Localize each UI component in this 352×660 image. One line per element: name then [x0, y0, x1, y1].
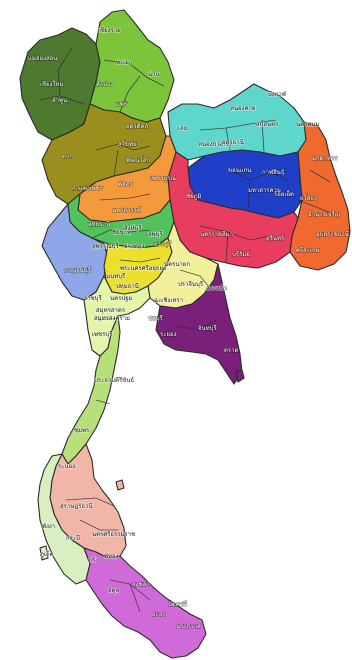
province-label: ปัตตานี — [168, 600, 187, 608]
province-label: แพร่ — [116, 101, 128, 108]
province-label: พัทลุง — [104, 553, 119, 560]
province-label: เชียงใหม่ — [40, 80, 63, 88]
island-phuket — [39, 545, 49, 561]
province-label: บุรีรัมย์ — [232, 250, 250, 258]
province-label: สมุทรสงคราม — [94, 315, 130, 322]
province-label: สระแก้ว — [206, 285, 227, 292]
province-label: มุกดาหาร — [312, 155, 338, 162]
province-label: เพชรบูรณ์ — [150, 174, 176, 182]
province-label: สิงห์บุรี — [124, 224, 143, 232]
province-label: หนองบัวลำภู — [198, 141, 231, 148]
province-label: เพชรบุรี — [92, 330, 113, 338]
island-samui — [115, 479, 125, 491]
province-label: ปราจีนบุรี — [178, 280, 204, 288]
province-label: หนองคาย — [230, 105, 256, 112]
province-label: สุพรรณบุรี — [92, 242, 119, 250]
province-label: ลำปาง — [96, 81, 113, 88]
province-label: สุรินทร์ — [266, 234, 285, 242]
province-label: สตูล — [108, 587, 120, 594]
province-label: ลำพูน — [52, 97, 67, 104]
province-label: อุบลราชธานี — [316, 230, 349, 238]
province-label: ศรีสะเกษ — [296, 246, 320, 254]
province-label: น่าน — [148, 71, 160, 78]
province-label: สระบุรี — [154, 240, 172, 248]
province-label: จันทบุรี — [198, 324, 217, 332]
province-label: ภูเก็ต — [40, 549, 54, 558]
province-label: ตาก — [62, 153, 73, 160]
province-label: พระนครศรีอยุธยา — [120, 264, 166, 272]
province-label: สกลนคร — [256, 121, 279, 128]
province-label: ชุมพร — [74, 427, 90, 434]
province-label: อุดรธานี — [222, 138, 244, 146]
province-label: ร้อยเอ็ด — [274, 189, 294, 198]
province-label: สุโขทัย — [118, 140, 136, 148]
province-label: ยะลา — [152, 611, 166, 618]
province-label: ยโสธร — [300, 194, 318, 202]
province-label: กำแพงเพชร — [72, 185, 104, 192]
province-label: อุตรดิตถ์ — [126, 122, 149, 130]
province-label: ราชบุรี — [84, 294, 102, 302]
province-label: นนทบุรี — [106, 272, 126, 280]
province-label: นครศรีธรรมราช — [92, 530, 135, 538]
province-label: มหาสารคาม — [248, 187, 281, 194]
region-south-upper — [61, 315, 121, 465]
region-west-south — [83, 275, 151, 357]
province-label: เลย — [178, 125, 187, 132]
province-label: ตราด — [224, 347, 238, 354]
province-label: นครพนม — [296, 121, 319, 128]
region-east — [155, 263, 243, 385]
province-label: นครปฐม — [110, 295, 132, 302]
region-south-deep — [83, 547, 207, 659]
province-label: อ่างทอง — [124, 243, 144, 250]
province-label: บึงกาฬ — [268, 90, 287, 98]
province-label: ชัยภูมิ — [186, 193, 202, 200]
province-label: นราธิวาส — [176, 623, 201, 630]
province-label: อำนาจเจริญ — [308, 211, 340, 218]
island-chang — [235, 369, 245, 383]
province-label: ขอนแก่น — [228, 167, 251, 174]
province-label: แม่ฮ่องสอน — [28, 55, 57, 62]
province-label: สุราษฎร์ธานี — [60, 502, 93, 510]
province-label: ตรัง — [88, 557, 98, 564]
province-label: กระบี่ — [66, 534, 80, 542]
province-label: นครนายก — [164, 261, 190, 268]
province-label: นครสวรรค์ — [112, 206, 141, 214]
province-label: ชัยนาท — [112, 229, 131, 236]
province-label: พังงา — [42, 523, 55, 530]
province-label: เชียงราย — [98, 26, 121, 34]
province-label: สมุทรสาคร — [96, 307, 126, 314]
province-label: อุทัยธานี — [88, 220, 110, 228]
province-label: สงขลา — [132, 581, 150, 588]
province-label: ประจวบคีรีขันธ์ — [94, 376, 134, 384]
province-label: ฉะเชิงเทรา — [154, 297, 183, 304]
province-label: ปทุมธานี — [116, 282, 139, 290]
province-label: นครราชสีมา — [200, 230, 233, 238]
province-label: พิจิตร — [118, 181, 133, 188]
province-label: ระนอง — [58, 463, 75, 470]
province-label: ระยอง — [160, 331, 177, 338]
province-label: ลพบุรี — [148, 230, 163, 238]
province-label: พะเยา — [116, 59, 132, 66]
province-label: พิษณุโลก — [126, 156, 150, 164]
province-label: ชลบุรี — [148, 314, 164, 322]
province-label: กาฬสินธุ์ — [262, 168, 285, 176]
province-label: กาญจนบุรี — [64, 266, 92, 274]
